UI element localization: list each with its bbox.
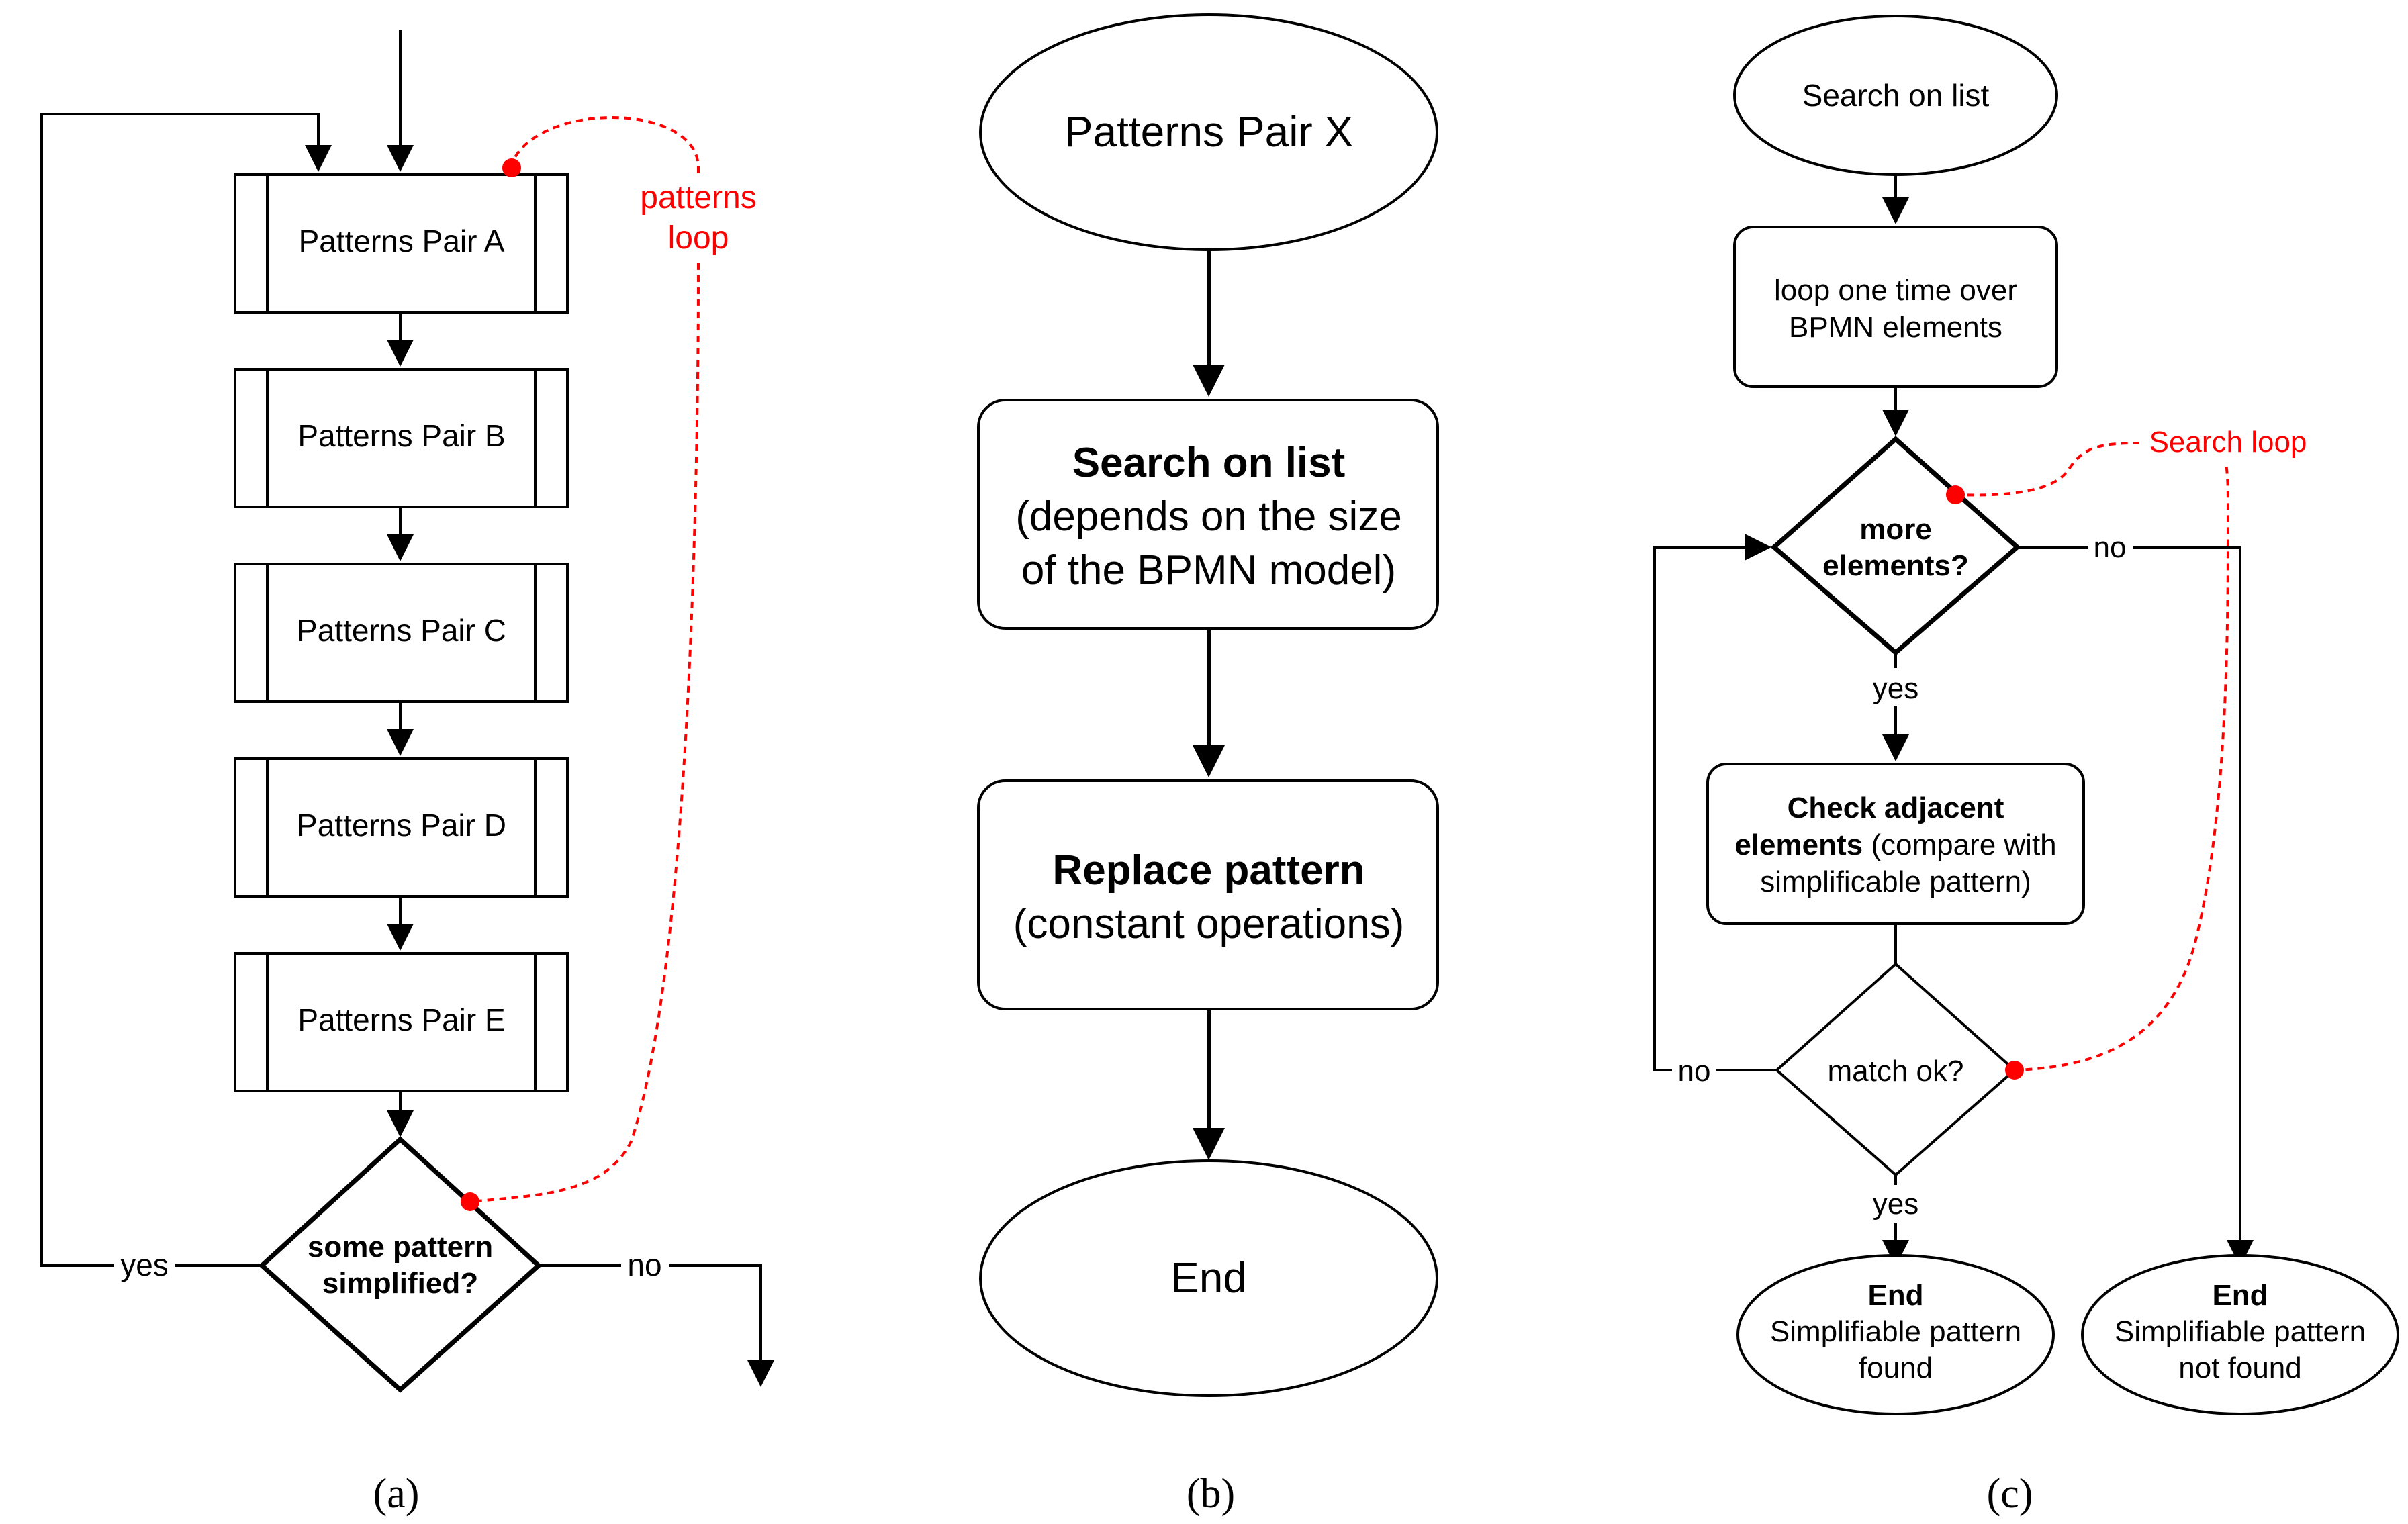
loop-label-1: patterns: [640, 180, 756, 216]
more-line-1: more: [1859, 513, 1932, 546]
search-loop-label: Search loop: [2149, 426, 2307, 459]
patterns-pair-e-box: Patterns Pair E: [234, 952, 569, 1092]
search-loop-start-dot: [1946, 485, 1965, 504]
caption-c: (c): [1987, 1471, 2033, 1517]
end-found-line-2: Simplifiable pattern: [1770, 1315, 2021, 1348]
panel-c: Search on list loop one time over BPMN e…: [1653, 15, 2399, 1517]
check-line-2-rest: (compare with: [1863, 828, 2057, 861]
decision-line-1: some pattern: [308, 1231, 493, 1264]
patterns-pair-a-box: Patterns Pair A: [234, 173, 569, 314]
loop-one-time-box: loop one time over BPMN elements: [1733, 226, 2058, 388]
start-label: Patterns Pair X: [1064, 107, 1353, 156]
end-not-found-line-3: not found: [2178, 1351, 2302, 1384]
box-label: Patterns Pair A: [299, 224, 505, 258]
loop-end-dot: [461, 1192, 479, 1211]
no-label-match: no: [1678, 1055, 1711, 1088]
more-elements-decision: more elements?: [1770, 436, 2021, 656]
no-label-top: no: [2094, 531, 2127, 564]
check-adjacent-box: Check adjacent elements (compare with si…: [1706, 763, 2085, 925]
end-found-line-3: found: [1859, 1351, 1933, 1384]
patterns-pair-c-box: Patterns Pair C: [234, 563, 569, 703]
check-title: Check adjacent: [1788, 792, 2004, 824]
end-not-found-ellipse: End Simplifiable pattern not found: [2081, 1254, 2399, 1415]
patterns-pair-x-start: Patterns Pair X: [979, 13, 1438, 251]
patterns-pair-d-box: Patterns Pair D: [234, 757, 569, 898]
caption-b: (b): [1187, 1471, 1235, 1517]
yes-label-match: yes: [1873, 1188, 1918, 1221]
panel-b: Patterns Pair X Search on list (depends …: [977, 13, 1439, 1517]
loop-label-2: loop: [668, 220, 729, 256]
match-label: match ok?: [1828, 1055, 1964, 1088]
search-loop-end-dot: [2005, 1061, 2024, 1080]
loop-box-line-1: loop one time over: [1774, 274, 2017, 307]
no-exit-arrow: [539, 1264, 774, 1387]
end-found-ellipse: End Simplifiable pattern found: [1736, 1254, 2055, 1415]
match-ok-decision: match ok?: [1774, 962, 2017, 1177]
box-label: Patterns Pair C: [297, 613, 506, 648]
patterns-loop-line: [469, 116, 700, 1203]
more-line-2: elements?: [1822, 549, 1969, 582]
search-on-list-start: Search on list: [1733, 15, 2058, 176]
end-ellipse-b: End: [979, 1159, 1438, 1397]
loop-box-line-2: BPMN elements: [1789, 311, 2002, 344]
check-line-3: simplificable pattern): [1760, 865, 2031, 898]
loop-start-dot: [502, 158, 521, 177]
box-label: Patterns Pair B: [297, 418, 505, 453]
search-on-list-box: Search on list (depends on the size of t…: [977, 399, 1439, 630]
search-sub-2: of the BPMN model): [1021, 547, 1396, 593]
some-pattern-decision: some pattern simplified?: [258, 1136, 543, 1393]
end-not-found-line-2: Simplifiable pattern: [2115, 1315, 2366, 1348]
no-label: no: [627, 1247, 661, 1282]
panel-a: Patterns Pair A Patterns Pair B Patterns…: [40, 30, 774, 1517]
start-label: Search on list: [1802, 78, 1990, 113]
yes-label-top: yes: [1873, 672, 1918, 705]
search-sub-1: (depends on the size: [1015, 493, 1402, 540]
caption-a: (a): [373, 1471, 420, 1517]
check-line-2: elements (compare with: [1734, 828, 2056, 861]
replace-title: Replace pattern: [1052, 847, 1364, 894]
yes-label: yes: [120, 1247, 169, 1282]
decision-line-2: simplified?: [322, 1267, 478, 1300]
end-found-title: End: [1867, 1279, 1923, 1312]
patterns-pair-b-box: Patterns Pair B: [234, 368, 569, 508]
replace-sub: (constant operations): [1013, 901, 1404, 947]
box-label: Patterns Pair E: [297, 1002, 505, 1037]
check-line-2-bold: elements: [1734, 828, 1863, 861]
end-not-found-title: End: [2212, 1279, 2268, 1312]
box-label: Patterns Pair D: [297, 808, 506, 843]
search-title: Search on list: [1072, 440, 1346, 486]
replace-pattern-box: Replace pattern (constant operations): [977, 779, 1439, 1010]
end-label: End: [1170, 1253, 1247, 1302]
